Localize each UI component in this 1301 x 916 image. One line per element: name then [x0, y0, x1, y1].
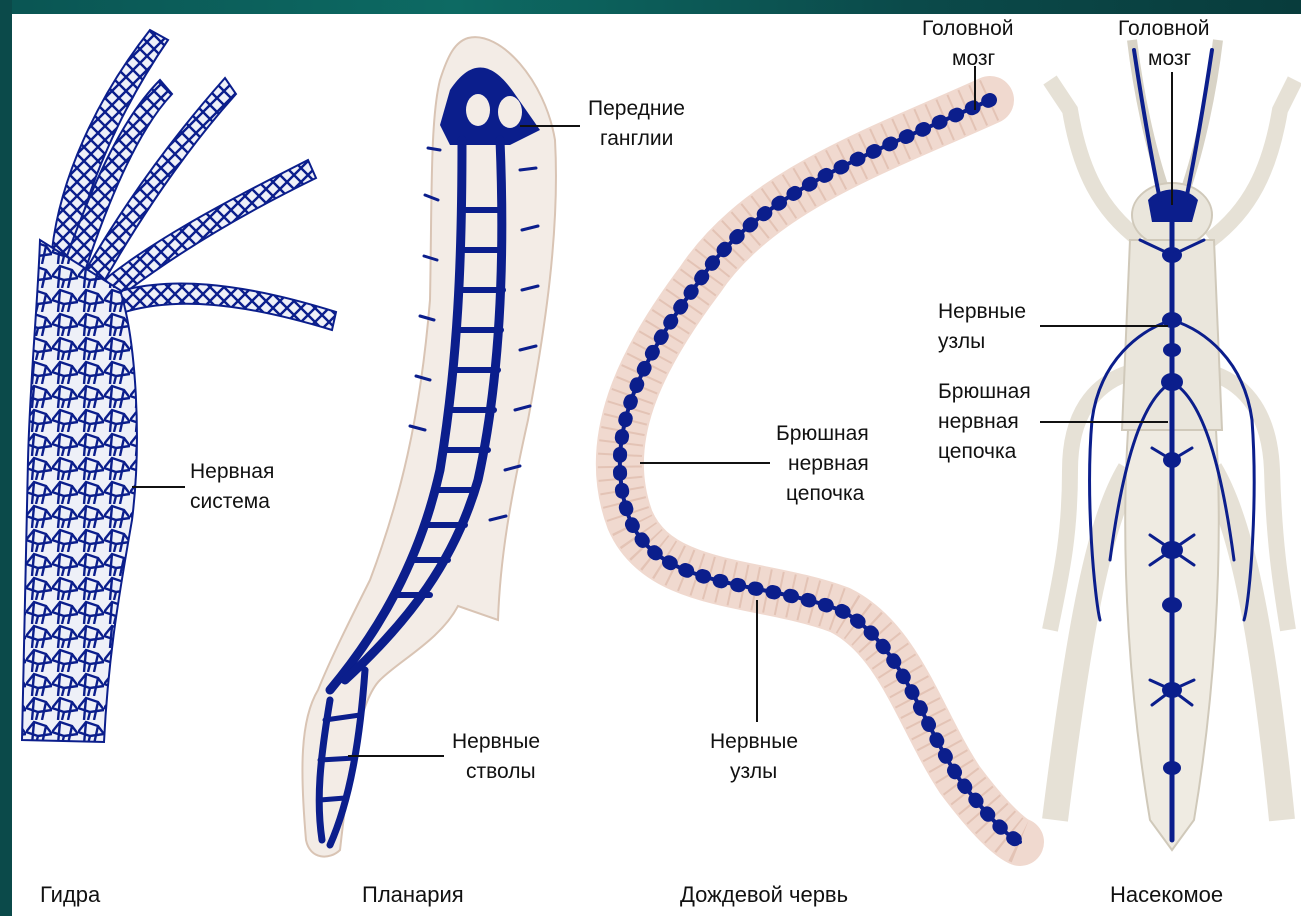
label-hydra-nervous-system: Нервная система	[190, 460, 280, 513]
label-insect-ventral-chain: Брюшная нервная цепочка	[938, 380, 1037, 463]
hydra-illustration	[22, 30, 336, 742]
caption-insect: Насекомое	[1110, 882, 1223, 907]
label-worm-ganglia: Нервные узлы	[710, 730, 804, 783]
label-planaria-anterior-ganglia: Передние ганглии	[588, 97, 691, 150]
label-worm-ventral-chain: Брюшная нервная цепочка	[776, 422, 875, 505]
caption-earthworm: Дождевой червь	[680, 882, 848, 907]
label-planaria-nerve-trunks: Нервные стволы	[452, 730, 546, 783]
label-worm-brain: Головной мозг	[922, 17, 1019, 70]
caption-hydra: Гидра	[40, 882, 101, 907]
caption-planaria: Планария	[362, 882, 464, 907]
label-insect-ganglia: Нервные узлы	[938, 300, 1032, 353]
